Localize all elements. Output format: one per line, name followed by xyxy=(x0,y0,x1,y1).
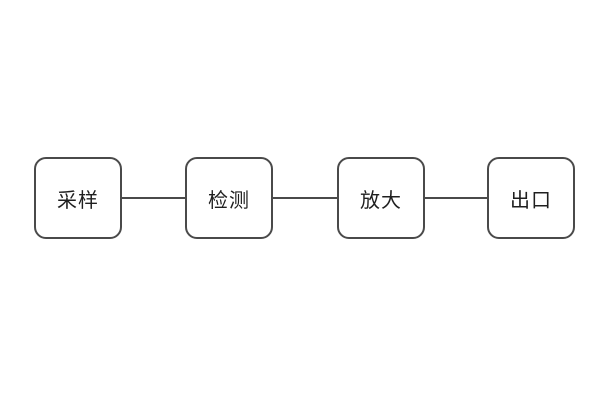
node-amplification-label: 放大 xyxy=(360,189,402,212)
node-exit-label: 出口 xyxy=(510,189,552,212)
node-sampling-label: 采样 xyxy=(57,189,99,212)
connector-amplification-exit xyxy=(423,197,489,199)
node-detection-label: 检测 xyxy=(208,189,250,212)
connector-sampling-detection xyxy=(120,197,187,199)
node-sampling: 采样 xyxy=(34,157,122,239)
node-amplification: 放大 xyxy=(337,157,425,239)
node-exit: 出口 xyxy=(487,157,575,239)
node-detection: 检测 xyxy=(185,157,273,239)
connector-detection-amplification xyxy=(271,197,339,199)
